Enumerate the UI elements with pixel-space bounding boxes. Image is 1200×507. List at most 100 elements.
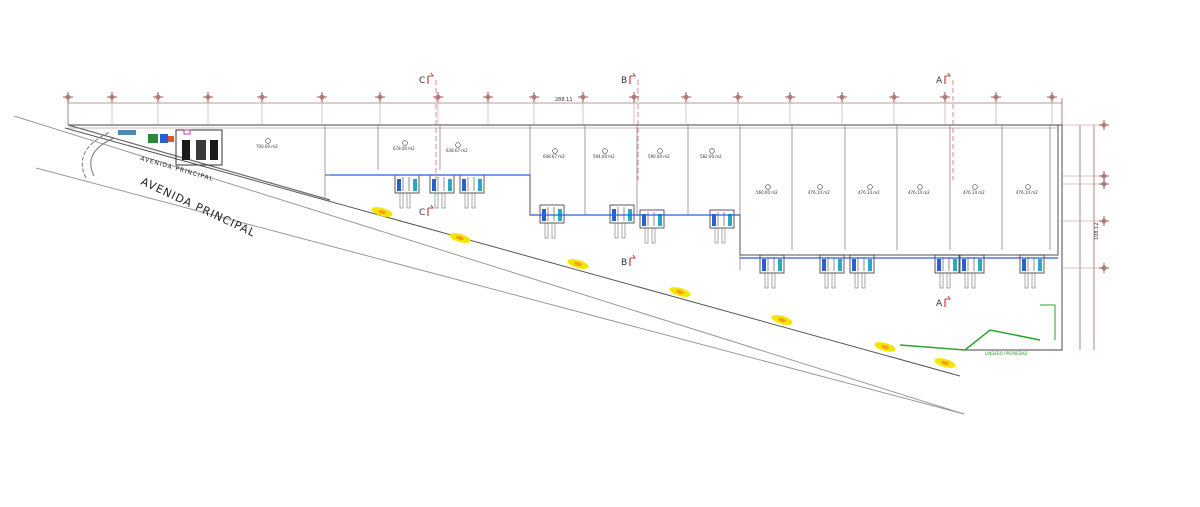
- green-boundary-note: LINDERO PROPIEDAD: [985, 351, 1028, 356]
- section-letter: A: [936, 76, 943, 86]
- access-marker: [449, 233, 471, 243]
- access-marker: [934, 358, 956, 368]
- axis-marker: [483, 92, 493, 125]
- unit-label: 476.14 m2: [808, 184, 830, 195]
- unit-area-text: 476.14 m2: [963, 190, 985, 195]
- unit-area-text: 590.00 m2: [648, 154, 670, 159]
- axis-marker: [889, 92, 899, 125]
- unit-label: 608.67 m2: [543, 148, 565, 159]
- axis-marker: [1062, 171, 1109, 181]
- section-letter: A: [936, 299, 943, 309]
- top-grid-axes: [63, 92, 1057, 125]
- unit-label: 590.00 m2: [648, 148, 670, 159]
- loading-dock: [609, 204, 635, 239]
- section-letter: B: [621, 258, 627, 268]
- axis-marker: [1062, 263, 1109, 273]
- axis-marker: [257, 92, 267, 125]
- axis-marker: [629, 92, 639, 125]
- unit-area-text: 678.00 m2: [393, 146, 415, 151]
- access-marker: [371, 207, 393, 217]
- street-edges: [13, 115, 965, 415]
- loading-dock: [934, 254, 960, 289]
- axis-marker: [1047, 92, 1057, 125]
- unit-label: 678.00 m2: [393, 140, 415, 151]
- axis-marker: [203, 92, 213, 125]
- axis-marker: [375, 92, 385, 125]
- unit-label: 582.00 m2: [700, 148, 722, 159]
- unit-area-labels: 700.00 m2 678.00 m2 638.67 m2 608.67 m2 594.…: [256, 138, 1038, 195]
- office-block: [118, 129, 223, 166]
- unit-area-text: 560.00 m2: [756, 190, 778, 195]
- loading-dock: [959, 254, 985, 289]
- section-marker: A: [936, 295, 951, 309]
- unit-label: 594.00 m2: [593, 148, 615, 159]
- main-street-label: AVENIDA PRINCIPAL: [139, 175, 258, 240]
- unit-area-text: 476.14 m2: [858, 190, 880, 195]
- section-marker: A: [936, 72, 954, 180]
- unit-label: 638.67 m2: [446, 142, 468, 153]
- axis-marker: [991, 92, 1001, 125]
- axis-marker: [837, 92, 847, 125]
- axis-marker: [107, 92, 117, 125]
- access-curve: [81, 131, 115, 179]
- loading-dock: [849, 254, 875, 289]
- loading-dock: [639, 209, 665, 244]
- axis-marker: [317, 92, 327, 125]
- access-marker: [771, 315, 793, 325]
- axis-marker: [681, 92, 691, 125]
- axis-marker: [529, 92, 539, 125]
- unit-label: 700.00 m2: [256, 138, 278, 149]
- section-marker: C: [419, 72, 437, 180]
- street-edge-south: [35, 167, 965, 415]
- unit-label: 560.00 m2: [756, 184, 778, 195]
- green-boundary: [899, 304, 1056, 351]
- unit-area-text: 608.67 m2: [543, 154, 565, 159]
- sidewalk-edge: [64, 127, 961, 377]
- unit-area-text: 476.14 m2: [1016, 190, 1038, 195]
- unit-area-text: 582.00 m2: [700, 154, 722, 159]
- unit-label: 476.14 m2: [1016, 184, 1038, 195]
- access-marker: [874, 342, 896, 352]
- loading-dock: [759, 254, 785, 289]
- axis-marker: [153, 92, 163, 125]
- loading-dock: [459, 174, 485, 209]
- section-marker: B: [621, 254, 636, 268]
- axis-marker: [1062, 216, 1109, 226]
- section-letter: C: [419, 208, 425, 218]
- access-markers: [371, 207, 956, 368]
- loading-dock: [394, 174, 420, 209]
- loading-dock: [709, 209, 735, 244]
- loading-dock: [539, 204, 565, 239]
- section-markers: C C B B A A: [419, 72, 954, 309]
- right-dimension: [1079, 125, 1095, 350]
- street-edge-north: [13, 115, 965, 415]
- loading-docks: [330, 174, 1058, 289]
- overall-length-label: 288.11: [555, 97, 573, 103]
- unit-area-text: 700.00 m2: [256, 144, 278, 149]
- loading-dock: [429, 174, 455, 209]
- axis-marker: [1062, 120, 1109, 130]
- axis-marker: [63, 92, 73, 125]
- loading-dock: [819, 254, 845, 289]
- axis-marker: [785, 92, 795, 125]
- axis-marker: [1062, 179, 1109, 189]
- axis-marker: [433, 92, 443, 125]
- unit-area-text: 476.14 m2: [808, 190, 830, 195]
- axis-marker: [940, 92, 950, 125]
- loading-dock: [1019, 254, 1045, 289]
- section-marker: C: [419, 204, 434, 218]
- property-boundary: [67, 124, 1063, 351]
- section-letter: B: [621, 76, 627, 86]
- unit-area-text: 476.14 m2: [908, 190, 930, 195]
- overall-depth-label: 108.12: [1094, 223, 1100, 241]
- access-marker: [669, 287, 691, 297]
- unit-label: 476.14 m2: [908, 184, 930, 195]
- unit-area-text: 638.67 m2: [446, 148, 468, 153]
- axis-marker: [733, 92, 743, 125]
- access-marker: [567, 259, 589, 269]
- right-grid-axes: [1062, 120, 1109, 273]
- unit-label: 476.14 m2: [858, 184, 880, 195]
- section-letter: C: [419, 76, 425, 86]
- unit-label: 476.14 m2: [963, 184, 985, 195]
